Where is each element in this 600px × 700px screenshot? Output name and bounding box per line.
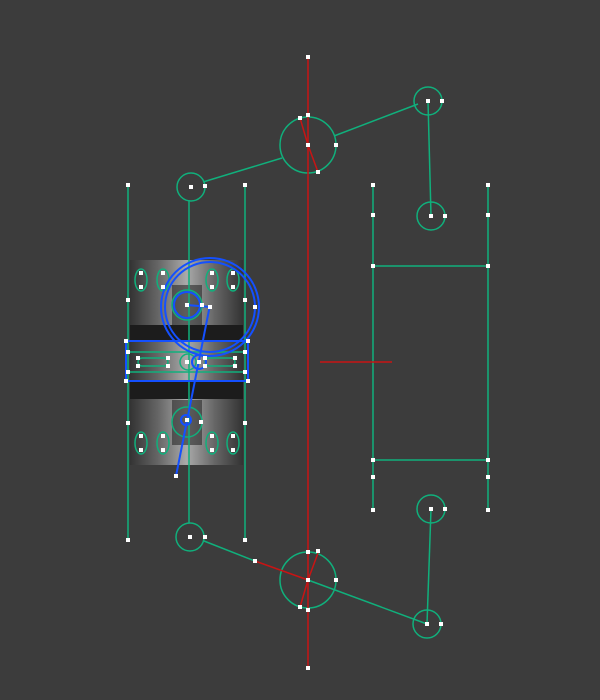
selected-geometry[interactable]: [125, 257, 260, 477]
sketch-vertex-icon[interactable]: [306, 550, 310, 554]
sketch-vertex-icon[interactable]: [136, 356, 140, 360]
sketch-vertex-icon[interactable]: [440, 99, 444, 103]
sketch-vertex-icon[interactable]: [486, 264, 490, 268]
sketch-vertex-icon[interactable]: [486, 183, 490, 187]
sketch-vertex-icon[interactable]: [246, 339, 250, 343]
sketch-vertex-icon[interactable]: [139, 271, 143, 275]
sketch-vertex-icon[interactable]: [166, 356, 170, 360]
sketch-vertex-icon[interactable]: [486, 475, 490, 479]
sketch-vertex-icon[interactable]: [185, 418, 189, 422]
sketch-vertex-icon[interactable]: [161, 448, 165, 452]
sketch-vertex-icon[interactable]: [243, 298, 247, 302]
sketch-vertex-icon[interactable]: [371, 183, 375, 187]
sketch-vertex-icon[interactable]: [174, 474, 178, 478]
sketch-vertex-icon[interactable]: [429, 507, 433, 511]
sketch-vertex-icon[interactable]: [443, 507, 447, 511]
sketch-vertex-icon[interactable]: [316, 170, 320, 174]
sketch-vertex-icon[interactable]: [243, 370, 247, 374]
sketch-vertex-icon[interactable]: [126, 421, 130, 425]
sketch-vertex-icon[interactable]: [486, 508, 490, 512]
sketch-vertex-icon[interactable]: [126, 370, 130, 374]
sketch-vertex-icon[interactable]: [298, 605, 302, 609]
sketch-vertex-icon[interactable]: [203, 356, 207, 360]
sketch-vertex-icon[interactable]: [298, 116, 302, 120]
sketch-vertex-icon[interactable]: [253, 559, 257, 563]
sketch-vertex-icon[interactable]: [243, 350, 247, 354]
sketch-vertex-icon[interactable]: [233, 356, 237, 360]
sketch-vertex-icon[interactable]: [126, 350, 130, 354]
sketch-vertex-icon[interactable]: [429, 214, 433, 218]
sketch-vertex-icon[interactable]: [126, 538, 130, 542]
sketch-vertex-icon[interactable]: [199, 420, 203, 424]
sketch-vertex-icon[interactable]: [243, 183, 247, 187]
sketch-vertex-icon[interactable]: [203, 535, 207, 539]
sketch-vertex-icon[interactable]: [371, 213, 375, 217]
sketch-vertex-icon[interactable]: [231, 448, 235, 452]
sketch-vertex-icon[interactable]: [231, 434, 235, 438]
sketch-vertex-icon[interactable]: [161, 434, 165, 438]
sketch-vertex-icon[interactable]: [231, 271, 235, 275]
sketch-vertex-icon[interactable]: [139, 434, 143, 438]
sketch-vertex-icon[interactable]: [371, 264, 375, 268]
sketch-vertex-icon[interactable]: [185, 360, 189, 364]
sketch-vertex-icon[interactable]: [334, 578, 338, 582]
construction-axes[interactable]: [254, 57, 392, 668]
sketch-vertex-icon[interactable]: [210, 434, 214, 438]
sketch-vertex-icon[interactable]: [334, 143, 338, 147]
sketch-vertex-icon[interactable]: [253, 305, 257, 309]
sketch-vertex-icon[interactable]: [208, 305, 212, 309]
sketch-vertex-icon[interactable]: [371, 508, 375, 512]
sketch-vertices[interactable]: [124, 55, 490, 670]
sketch-vertex-icon[interactable]: [306, 608, 310, 612]
sketch-vertex-icon[interactable]: [185, 303, 189, 307]
sketch-vertex-icon[interactable]: [126, 298, 130, 302]
sketch-vertex-icon[interactable]: [425, 622, 429, 626]
sketch-vertex-icon[interactable]: [486, 458, 490, 462]
sketch-vertex-icon[interactable]: [231, 285, 235, 289]
sketch-vertex-icon[interactable]: [126, 183, 130, 187]
sketch-vertex-icon[interactable]: [246, 379, 250, 383]
sketch-geometry[interactable]: [127, 86, 489, 639]
sketch-vertex-icon[interactable]: [139, 285, 143, 289]
sketch-vertex-icon[interactable]: [306, 113, 310, 117]
sketch-vertex-icon[interactable]: [188, 535, 192, 539]
sketch-vertex-icon[interactable]: [306, 55, 310, 59]
sketch-vertex-icon[interactable]: [197, 360, 201, 364]
sketch-vertex-icon[interactable]: [200, 303, 204, 307]
sketch-vertex-icon[interactable]: [210, 448, 214, 452]
sketch-vertex-icon[interactable]: [136, 364, 140, 368]
sketch-vertex-icon[interactable]: [124, 339, 128, 343]
sketch-vertex-icon[interactable]: [306, 143, 310, 147]
sketch-vertex-icon[interactable]: [306, 578, 310, 582]
sketch-vertex-icon[interactable]: [124, 379, 128, 383]
sketch-vertex-icon[interactable]: [371, 475, 375, 479]
sketch-vertex-icon[interactable]: [443, 214, 447, 218]
sketch-vertex-icon[interactable]: [166, 364, 170, 368]
sketch-vertex-icon[interactable]: [486, 213, 490, 217]
sketch-vertex-icon[interactable]: [243, 421, 247, 425]
sketch-vertex-icon[interactable]: [161, 271, 165, 275]
sketch-vertex-icon[interactable]: [161, 285, 165, 289]
sketch-vertex-icon[interactable]: [426, 99, 430, 103]
sketch-vertex-icon[interactable]: [243, 538, 247, 542]
sketch-vertex-icon[interactable]: [203, 364, 207, 368]
sketch-vertex-icon[interactable]: [210, 285, 214, 289]
sketch-vertex-icon[interactable]: [189, 185, 193, 189]
sketch-vertex-icon[interactable]: [203, 184, 207, 188]
sketch-vertex-icon[interactable]: [306, 666, 310, 670]
sketch-vertex-icon[interactable]: [371, 458, 375, 462]
sketch-vertex-icon[interactable]: [139, 448, 143, 452]
sketch-vertex-icon[interactable]: [233, 364, 237, 368]
sketch-vertex-icon[interactable]: [316, 549, 320, 553]
sketch-vertex-icon[interactable]: [210, 271, 214, 275]
sketch-vertex-icon[interactable]: [439, 622, 443, 626]
